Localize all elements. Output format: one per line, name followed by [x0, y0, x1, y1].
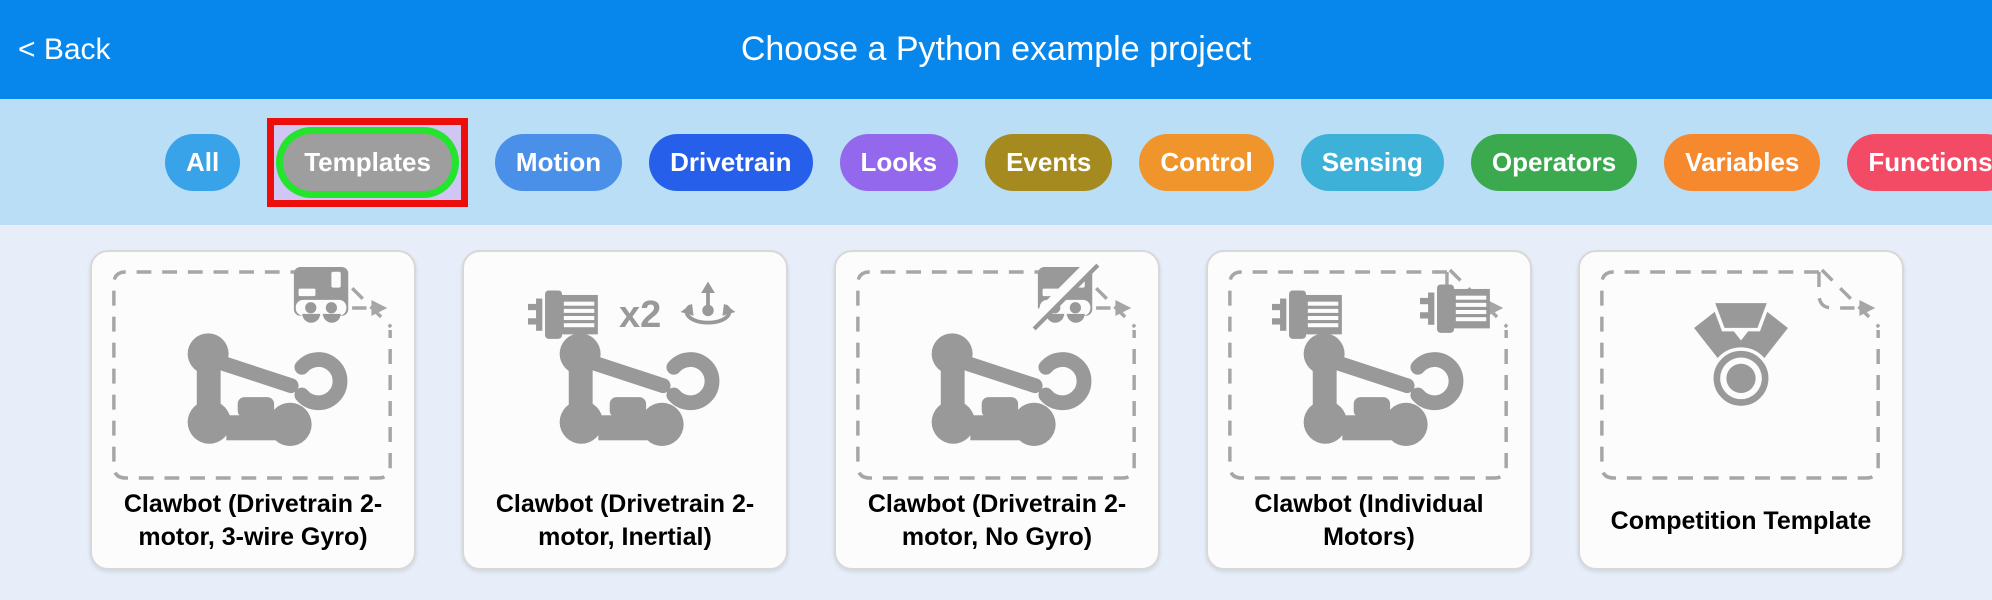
back-button[interactable]: < Back [18, 32, 111, 66]
card-thumbnail: x2 [476, 262, 774, 488]
dialog-header: < Back Choose a Python example project [0, 0, 1992, 99]
gyro-3wire-icon [292, 267, 352, 325]
filter-all[interactable]: All [165, 133, 241, 191]
project-grid: Clawbot (Drivetrain 2-motor, 3-wire Gyro… [0, 225, 1992, 570]
medal-icon [1679, 296, 1803, 413]
clawbot-icon [918, 322, 1100, 459]
highlight-ring: Templates [276, 126, 459, 198]
filter-sensing[interactable]: Sensing [1300, 133, 1444, 191]
filter-variables[interactable]: Variables [1664, 133, 1821, 191]
filter-bar: All Templates Motion Drivetrain Looks Events C… [0, 99, 1992, 225]
filter-operators[interactable]: Operators [1470, 133, 1638, 191]
filter-control[interactable]: Control [1139, 133, 1274, 191]
page-title: Choose a Python example project [740, 30, 1252, 68]
clawbot-icon [546, 322, 728, 459]
highlight-box: Templates [267, 117, 468, 207]
project-card[interactable]: Clawbot (Individual Motors) [1206, 250, 1532, 570]
inertial-icon [676, 280, 740, 336]
project-card[interactable]: Competition Template [1578, 250, 1904, 570]
card-title: Clawbot (Drivetrain 2-motor, 3-wire Gyro… [123, 490, 383, 551]
card-title: Competition Template [1610, 506, 1872, 535]
motor-x2-icon: x2 [528, 286, 661, 343]
filter-events[interactable]: Events [985, 133, 1113, 191]
filter-templates[interactable]: Templates [283, 133, 452, 191]
card-thumbnail [104, 262, 402, 488]
card-thumbnail [848, 258, 1146, 488]
motor-icon [1420, 280, 1506, 337]
no-gyro-icon [1027, 258, 1100, 331]
template-frame-icon [1592, 262, 1890, 488]
project-card[interactable]: Clawbot (Drivetrain 2-motor, No Gyro) [834, 250, 1160, 570]
clawbot-icon [1290, 322, 1472, 459]
motor-icon [1272, 286, 1358, 343]
card-title: Clawbot (Individual Motors) [1254, 490, 1484, 551]
card-title: Clawbot (Drivetrain 2-motor, No Gyro) [867, 490, 1127, 551]
clawbot-icon [174, 322, 356, 459]
card-title: Clawbot (Drivetrain 2-motor, Inertial) [495, 490, 755, 551]
filter-drivetrain[interactable]: Drivetrain [649, 133, 813, 191]
project-card[interactable]: Clawbot (Drivetrain 2-motor, 3-wire Gyro… [90, 250, 416, 570]
card-thumbnail [1220, 262, 1518, 488]
motor-count-label: x2 [619, 293, 662, 336]
filter-functions[interactable]: Functions [1847, 133, 1992, 191]
filter-motion[interactable]: Motion [494, 133, 623, 191]
card-thumbnail [1592, 262, 1890, 488]
filter-looks[interactable]: Looks [839, 133, 959, 191]
